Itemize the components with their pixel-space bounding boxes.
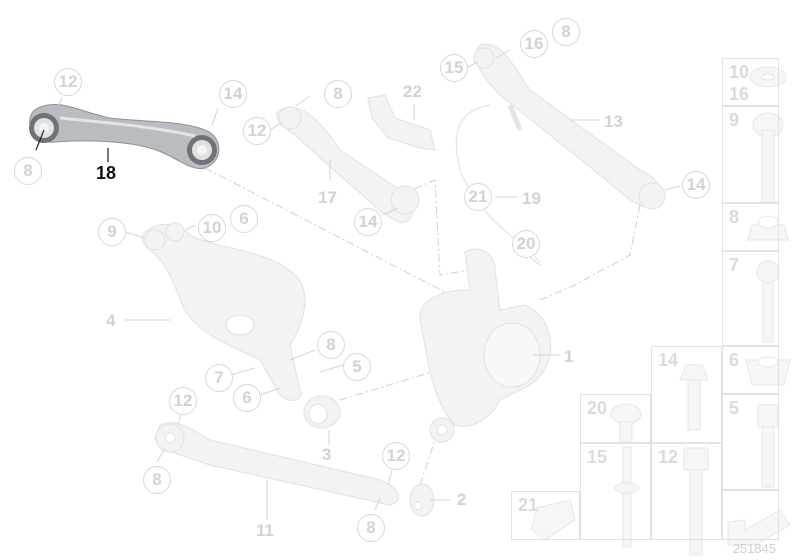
hardware-cell-nut-6[interactable]: 6 (722, 346, 779, 394)
callout-8[interactable]: 8 (357, 514, 385, 542)
hardware-cell-bolt-5[interactable]: 5 (722, 394, 779, 490)
callout-14[interactable]: 14 (219, 80, 247, 108)
hardware-cell-stud-15[interactable]: 15 (580, 443, 651, 540)
diagram-id: 251845 (732, 541, 776, 556)
callout-22[interactable]: 22 (403, 82, 422, 101)
callout-13[interactable]: 13 (604, 112, 623, 131)
callout-17[interactable]: 17 (318, 188, 337, 207)
hardware-cell-bolt-7[interactable]: 7 (722, 251, 779, 346)
navigation-arrow-button[interactable] (722, 490, 779, 540)
hardware-cell-bolt-9[interactable]: 9 (722, 106, 779, 203)
part-18-control-arm[interactable] (29, 104, 220, 170)
callout-14[interactable]: 14 (682, 171, 710, 199)
callout-18-active[interactable]: 18 (96, 163, 117, 183)
hardware-cell-bolt-20[interactable]: 20 (580, 394, 651, 443)
callout-8[interactable]: 8 (143, 466, 171, 494)
callout-6[interactable]: 6 (233, 384, 261, 412)
callout-8[interactable]: 8 (317, 331, 345, 359)
callout-8[interactable]: 8 (14, 157, 42, 185)
callout-1[interactable]: 1 (564, 347, 574, 366)
callout-6[interactable]: 6 (230, 205, 258, 233)
callout-15[interactable]: 15 (440, 54, 468, 82)
callout-12[interactable]: 12 (169, 387, 197, 415)
callout-12[interactable]: 12 (382, 442, 410, 470)
callout-20[interactable]: 20 (512, 230, 540, 258)
callout-9[interactable]: 9 (98, 218, 126, 246)
callout-8[interactable]: 8 (552, 18, 580, 46)
callout-11[interactable]: 11 (256, 521, 274, 540)
callout-14[interactable]: 14 (354, 208, 382, 236)
hardware-cell-bolt-12[interactable]: 12 (651, 443, 722, 540)
callout-7[interactable]: 7 (205, 364, 233, 392)
hardware-cell-washer[interactable]: 10 16 (722, 58, 779, 106)
callout-12[interactable]: 12 (243, 117, 271, 145)
callout-16[interactable]: 16 (520, 30, 548, 58)
hardware-cell-nut-8[interactable]: 8 (722, 203, 779, 251)
hardware-cell-bracket-21[interactable]: 21 (511, 491, 580, 540)
callout-19[interactable]: 19 (522, 189, 541, 208)
callout-5[interactable]: 5 (343, 353, 371, 381)
callout-21[interactable]: 21 (464, 183, 492, 211)
callout-8[interactable]: 8 (324, 80, 352, 108)
callout-3[interactable]: 3 (322, 445, 332, 464)
callout-4[interactable]: 4 (106, 311, 116, 330)
callout-10[interactable]: 10 (198, 214, 226, 242)
callout-2[interactable]: 2 (457, 490, 467, 509)
callout-12[interactable]: 12 (54, 68, 82, 96)
hardware-cell-bolt-14[interactable]: 14 (651, 346, 722, 443)
